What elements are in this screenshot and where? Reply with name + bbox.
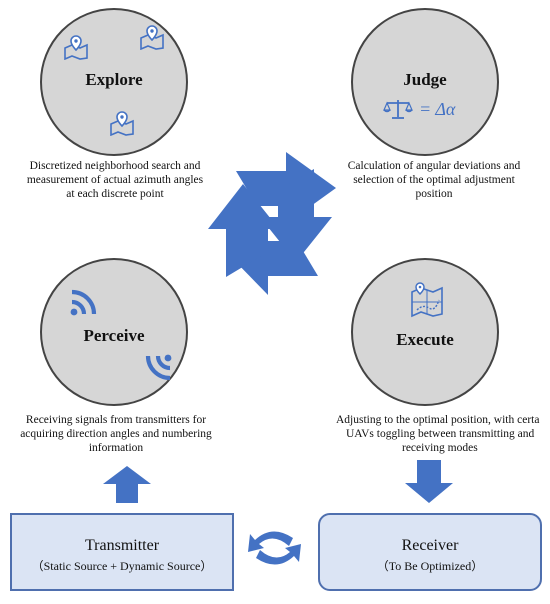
desc-line: UAVs toggling between transmitting and [346, 428, 535, 440]
desc-line: at each discrete point [66, 188, 164, 200]
desc-line: Adjusting to the optimal position, with … [336, 414, 540, 426]
desc-line: Receiving signals from transmitters for [25, 414, 207, 426]
explore-description: Discretized neighborhood search and meas… [0, 159, 230, 201]
desc-line: information [88, 442, 144, 454]
desc-line: selection of the optimal adjustment [353, 174, 515, 186]
cycle-arrow-icon [260, 169, 332, 262]
judge-title: Judge [403, 70, 447, 89]
desc-line: Calculation of angular deviations and [347, 160, 521, 172]
receiver-box: Receiver （To Be Optimized） [318, 513, 542, 591]
desc-line: Discretized neighborhood search and [29, 160, 201, 172]
map-route-icon [411, 282, 443, 318]
execute-circle: Execute [351, 258, 499, 406]
wifi-signal-icon [145, 354, 172, 381]
perceive-title: Perceive [83, 326, 145, 345]
map-pin-icon [64, 35, 88, 60]
judge-circle: Judge = Δα [351, 8, 499, 156]
transmitter-subtitle: （Static Source + Dynamic Source） [31, 559, 213, 573]
swap-arrow-icon [256, 544, 301, 565]
judge-formula: = Δα [419, 99, 456, 119]
perceive-circle: Perceive [40, 258, 188, 406]
down-arrow-icon [405, 460, 453, 503]
transmitter-title: Transmitter [84, 537, 160, 554]
execute-title: Execute [396, 330, 454, 349]
explore-circle: Explore [40, 8, 188, 156]
receiver-subtitle: （To Be Optimized） [376, 559, 484, 573]
receiver-title: Receiver [401, 537, 459, 554]
up-arrow-icon [103, 466, 151, 503]
cycle-arrow-icon [208, 184, 279, 277]
wifi-signal-icon [70, 289, 97, 316]
judge-description: Calculation of angular deviations and se… [318, 159, 550, 201]
explore-title: Explore [85, 70, 143, 89]
desc-line: acquiring direction angles and numbering [20, 428, 212, 440]
map-pin-icon [110, 111, 134, 136]
execute-description: Adjusting to the optimal position, with … [320, 413, 550, 455]
swap-arrow-icon [248, 531, 293, 552]
perceive-description: Receiving signals from transmitters for … [0, 413, 232, 455]
desc-line: measurement of actual azimuth angles [26, 174, 204, 186]
desc-line: receiving modes [402, 442, 478, 454]
transmitter-box: Transmitter （Static Source + Dynamic Sou… [10, 513, 234, 591]
balance-scale-icon [383, 100, 413, 119]
map-pin-icon [140, 25, 164, 50]
desc-line: position [415, 188, 453, 200]
